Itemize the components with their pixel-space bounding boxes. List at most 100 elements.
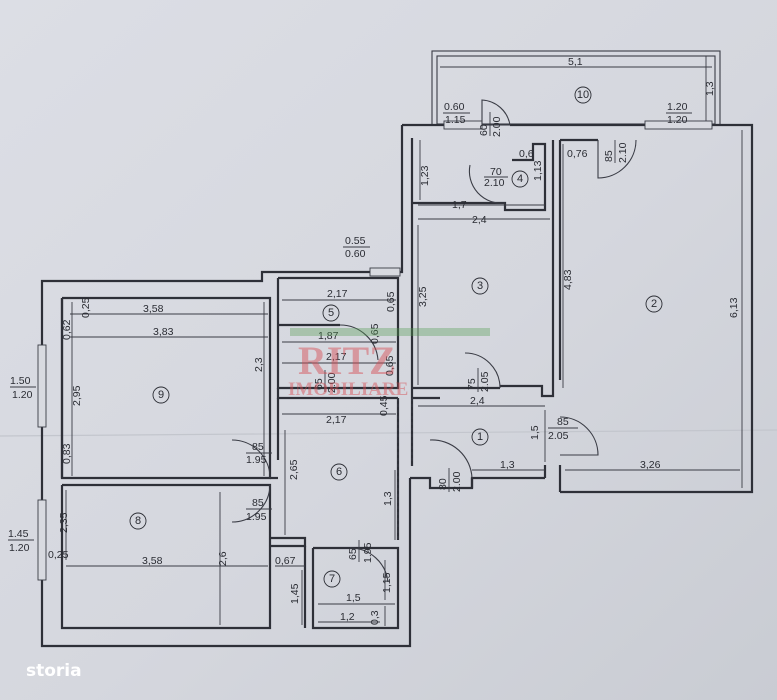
dim-door-9-h: 1.95 xyxy=(246,454,267,466)
dim-r8-gap: 0,67 xyxy=(275,555,296,567)
dim-win-9-h: 1.20 xyxy=(12,389,33,401)
dim-win-top-right-h: 1.20 xyxy=(667,114,688,126)
doors xyxy=(231,99,637,583)
dim-door-4-w: 70 xyxy=(490,166,502,178)
dim-entry-h: 2.00 xyxy=(451,471,463,492)
dim-r4-w: 0,6 xyxy=(519,148,534,160)
room-2-marker: 2 xyxy=(645,295,663,313)
dim-win-8-h: 1.20 xyxy=(9,542,30,554)
dim-r7-small: 0,3 xyxy=(369,610,381,625)
dim-r4-mid: 0,76 xyxy=(567,148,588,160)
dim-r9-bot: 0,83 xyxy=(61,443,73,464)
room-1-marker: 1 xyxy=(471,428,489,446)
dim-r8-h3: 1,45 xyxy=(289,583,301,604)
dim-r9-w2: 3,83 xyxy=(153,326,174,338)
dim-r5-w-mid: 1,87 xyxy=(318,330,339,342)
windows xyxy=(37,120,713,581)
dim-balcony-depth: 1,3 xyxy=(704,81,716,96)
dim-door-8-h: 1.95 xyxy=(246,511,267,523)
dim-r8-h: 2,35 xyxy=(58,512,70,533)
svg-text:2: 2 xyxy=(651,298,657,310)
room-markers: 10 4 3 2 5 9 1 6 8 7 xyxy=(129,86,663,588)
dim-r8-h2: 2,6 xyxy=(217,551,229,566)
svg-text:10: 10 xyxy=(577,89,589,101)
dim-door-4-ext-h: 2.00 xyxy=(491,116,503,137)
dim-win-5-h: 0.60 xyxy=(345,248,366,260)
dim-r6-h2: 1,3 xyxy=(382,491,394,506)
room-3-marker: 3 xyxy=(471,277,489,295)
room-6-marker: 6 xyxy=(330,463,348,481)
svg-text:5: 5 xyxy=(328,307,334,319)
dim-r3-h: 3,25 xyxy=(417,286,429,307)
dim-r3-top: 1,23 xyxy=(419,165,431,186)
room-5-marker: 5 xyxy=(322,304,340,322)
room-7-marker: 7 xyxy=(323,570,341,588)
dim-door-1-h: 2.05 xyxy=(548,430,569,442)
dim-r5-door: 0,65 xyxy=(369,323,381,344)
svg-text:6: 6 xyxy=(336,466,342,478)
dim-r5-small: 0,65 xyxy=(385,291,397,312)
dim-r3-hall: 1,7 xyxy=(452,199,467,211)
room-4-marker: 4 xyxy=(511,170,529,188)
dim-r8-w: 3,58 xyxy=(142,555,163,567)
dim-r7-h: 1,15 xyxy=(381,572,393,593)
dim-door-5-h: 2.00 xyxy=(326,372,338,393)
paper-fold xyxy=(0,429,777,437)
room-9-marker: 9 xyxy=(152,386,170,404)
svg-text:9: 9 xyxy=(158,389,164,401)
dim-door-7-w: 65 xyxy=(347,548,359,560)
brand-logo: storia xyxy=(26,661,82,681)
dim-r5-side: 0,65 xyxy=(384,355,396,376)
room-10-marker: 10 xyxy=(574,86,592,104)
dim-r7-w: 1,5 xyxy=(346,592,361,604)
dim-win-top-left-w: 0.60 xyxy=(444,101,465,113)
dim-r1-w: 2,4 xyxy=(470,395,485,407)
dim-win-5-w: 0.55 xyxy=(345,235,366,247)
watermark-line2: IMOBILIARE xyxy=(288,379,408,400)
dim-r1-w2: 1,3 xyxy=(500,459,515,471)
dim-door-7-h: 1.95 xyxy=(362,542,374,563)
dim-door-3-h: 2.05 xyxy=(479,371,491,392)
dim-r9-top-small: 0,25 xyxy=(80,297,92,318)
dim-r9-w: 3,58 xyxy=(143,303,164,315)
dim-door-3-w: 75 xyxy=(466,378,478,390)
dim-entry-w: 80 xyxy=(437,478,449,490)
dim-r9-left: 0,62 xyxy=(61,319,73,340)
dim-win-top-right-w: 1.20 xyxy=(667,101,688,113)
dim-r6-h: 2,65 xyxy=(288,459,300,480)
dim-door-8-w: 85 xyxy=(252,497,264,509)
dimension-lines xyxy=(65,56,743,626)
svg-text:1: 1 xyxy=(477,431,483,443)
dim-win-8-w: 1.45 xyxy=(8,528,29,540)
dim-door-2-w: 85 xyxy=(603,150,615,162)
dim-r4-h: 1,13 xyxy=(532,160,544,181)
svg-text:8: 8 xyxy=(135,515,141,527)
dim-r2-total: 6,13 xyxy=(728,297,740,318)
svg-text:7: 7 xyxy=(329,573,335,585)
dim-r5-w-top: 2,17 xyxy=(327,288,348,300)
dimension-labels: 5,1 0.60 1.15 1.20 1.20 0,6 0,76 70 2.10… xyxy=(8,56,692,623)
dim-r6-gap: 0,45 xyxy=(378,395,390,416)
svg-text:4: 4 xyxy=(517,173,523,185)
dim-door-1-w: 85 xyxy=(557,416,569,428)
dim-door-5-w: 65 xyxy=(313,378,325,390)
dim-r2-bot: 3,26 xyxy=(640,459,661,471)
dim-r2-h: 4,83 xyxy=(562,269,574,290)
dim-r9-h: 2,3 xyxy=(253,357,265,372)
vertical-dimension-labels: 1,3 60 2.00 85 2.10 1,13 1,23 4,83 6,13 … xyxy=(58,81,740,625)
dim-r9-h2: 2,95 xyxy=(71,385,83,406)
watermark-line1: RITZ xyxy=(298,338,396,383)
dim-r3-w: 2,4 xyxy=(472,214,487,226)
svg-text:3: 3 xyxy=(477,280,483,292)
room-8-marker: 8 xyxy=(129,512,147,530)
dim-door-4-ext-w: 60 xyxy=(478,124,490,136)
dim-r1-h: 1,5 xyxy=(529,425,541,440)
dim-r7-w2: 1,2 xyxy=(340,611,355,623)
dim-win-9-w: 1.50 xyxy=(10,375,31,387)
dim-r5-w-bot: 2,17 xyxy=(326,351,347,363)
dim-door-4-h: 2.10 xyxy=(484,177,505,189)
dim-balcony-width: 5,1 xyxy=(568,56,583,68)
dim-door-9-w: 85 xyxy=(252,441,264,453)
